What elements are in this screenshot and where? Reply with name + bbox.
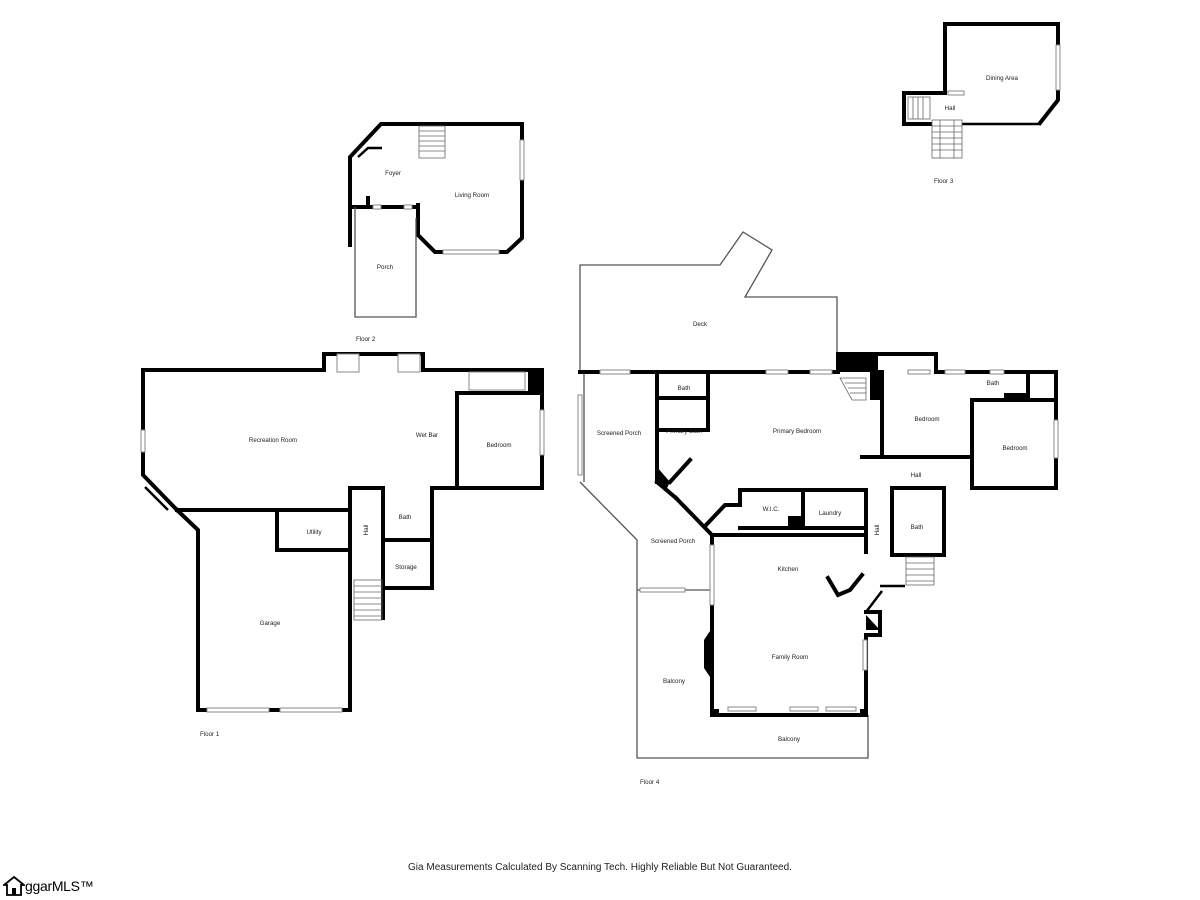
floor-2-stairs [418, 125, 446, 159]
room-label-laundry: Laundry [819, 510, 842, 517]
room-label-wic: W.I.C. [763, 506, 780, 513]
mls-logo: ggarMLS™ [3, 873, 94, 899]
room-label-kitchen: Kitchen [778, 566, 799, 573]
floor-3-label: Floor 3 [934, 178, 954, 185]
room-label-balcony-left: Balcony [663, 678, 686, 685]
room-label-balcony-bottom: Balcony [778, 736, 801, 743]
room-label-screened-porch-lower: Screened Porch [651, 538, 696, 545]
room-label-family-room: Family Room [772, 654, 808, 661]
room-label-hall-floor-4-a: Hall [911, 472, 922, 479]
room-label-utility: Utility [306, 529, 322, 536]
logo-text: ggarMLS™ [25, 878, 94, 894]
floor-4-stairs [839, 377, 935, 586]
room-label-living-room: Living Room [455, 192, 489, 199]
floor-1-plan: Recreation Room Wet Bar Bedroom Utility … [140, 352, 545, 738]
room-label-screened-porch-upper: Screened Porch [597, 430, 642, 437]
room-label-foyer: Foyer [385, 170, 401, 177]
floor-4-label: Floor 4 [640, 779, 660, 786]
floor-3-stairs [907, 96, 963, 159]
room-label-storage: Storage [395, 564, 417, 571]
room-label-hall-floor-4-b: Hall [874, 525, 881, 536]
room-label-porch: Porch [377, 264, 394, 271]
floor-2-label: Floor 2 [356, 336, 376, 343]
room-label-bedroom-floor-4-b: Bedroom [1002, 445, 1027, 452]
room-label-bath-floor-4-b: Bath [911, 524, 924, 531]
room-label-deck: Deck [693, 321, 708, 328]
room-label-hall-floor-1: Hall [363, 525, 370, 536]
room-label-bath-floor-4-a: Bath [987, 380, 1000, 387]
room-label-primary-bedroom: Primary Bedroom [773, 428, 821, 435]
house-icon [3, 875, 25, 896]
floor-1-label: Floor 1 [200, 731, 220, 738]
room-label-bedroom-floor-1: Bedroom [486, 442, 511, 449]
room-label-recreation-room: Recreation Room [249, 437, 297, 444]
floor-2-plan: Foyer Living Room Porch Floor 2 [348, 122, 525, 343]
room-label-primary-bath: Primary Bath [666, 428, 702, 435]
room-label-dining-area: Dining Area [986, 75, 1019, 82]
room-label-wet-bar: Wet Bar [416, 432, 438, 439]
floor-3-plan: Hall Dining Area Floor 3 [902, 22, 1061, 185]
room-label-hall-floor-3: Hall [945, 105, 956, 112]
room-label-garage: Garage [260, 620, 281, 627]
room-label-bath-primary: Bath [678, 385, 691, 392]
room-label-bedroom-floor-4-a: Bedroom [914, 416, 939, 423]
room-label-bath-floor-1: Bath [399, 514, 412, 521]
floor-1-stairs [353, 579, 383, 621]
measurement-disclaimer: Gia Measurements Calculated By Scanning … [408, 862, 792, 873]
floor-4-plan: Deck Screened Porch Bath Primary Bath Pr… [577, 231, 1059, 786]
